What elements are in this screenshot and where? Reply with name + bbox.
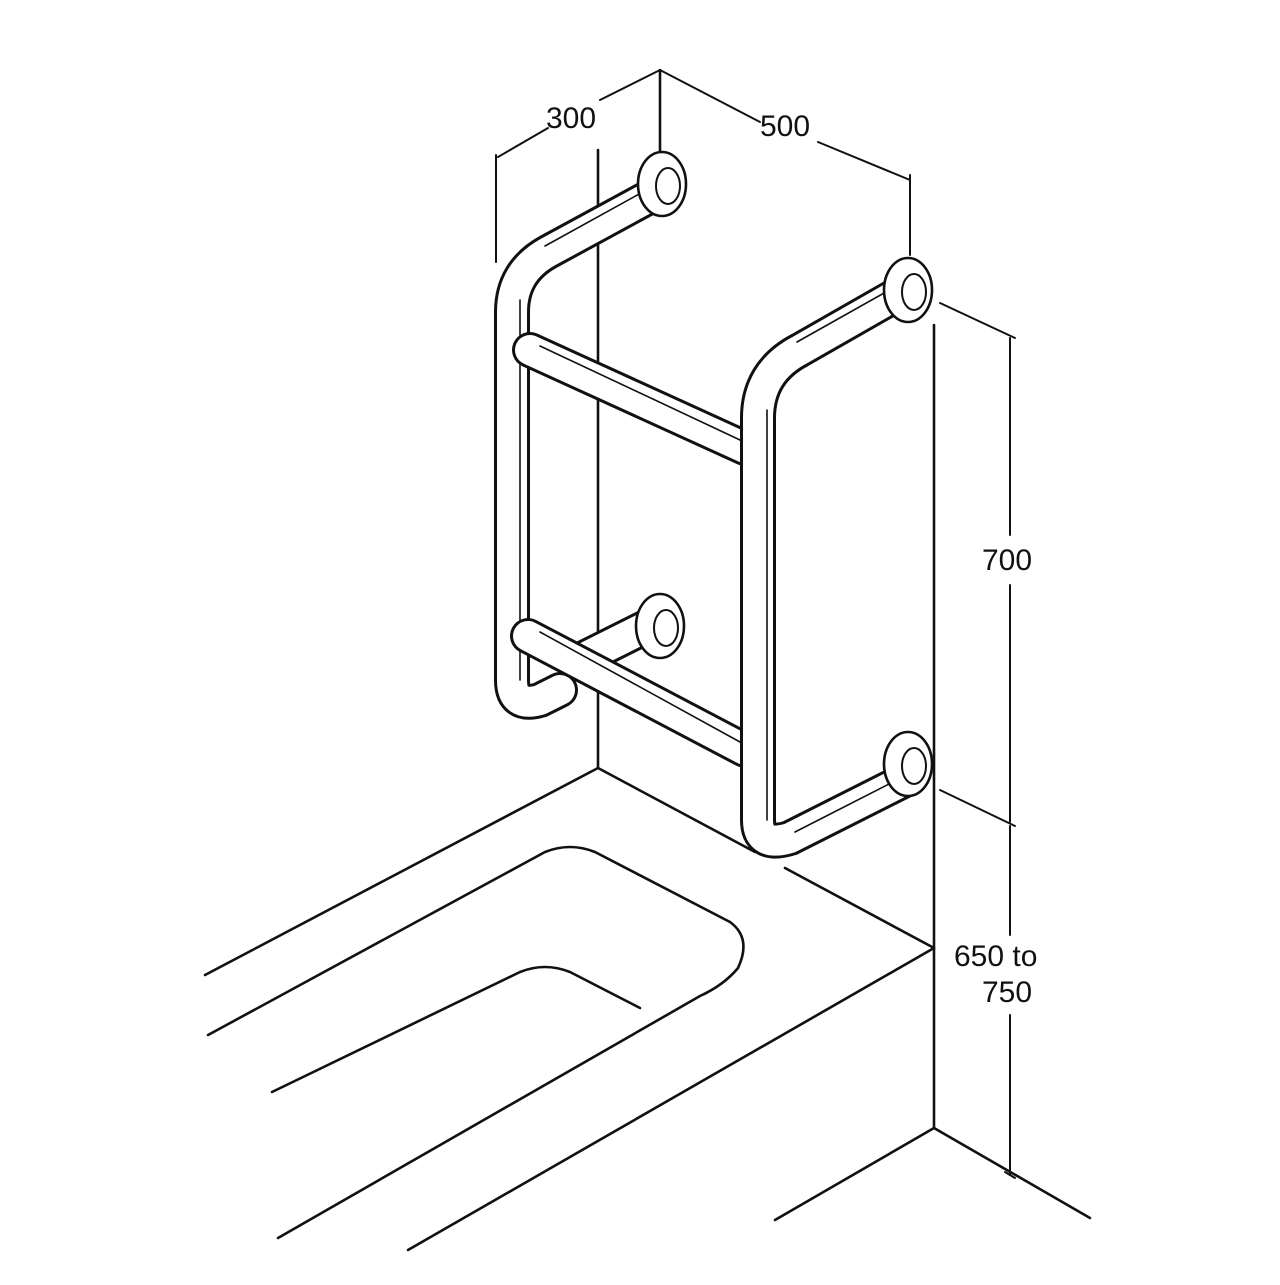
bathtub [203, 766, 936, 1252]
grab-rail [494, 150, 934, 859]
wall-flange-lower-left [634, 592, 686, 660]
dimension-lines [495, 69, 1016, 1179]
wall-flange-top-left [636, 150, 688, 218]
upper-crossbar [512, 332, 763, 466]
dim-label-750: 750 [982, 976, 1032, 1009]
front-rail [740, 272, 923, 859]
dim-label-500: 500 [760, 110, 810, 143]
dimension-labels: 300 500 700 650 to 750 [546, 102, 1037, 1009]
lower-crossbar [510, 618, 763, 768]
dim-label-650-to: 650 to [954, 940, 1037, 973]
dim-label-300: 300 [546, 102, 596, 135]
dim-label-700: 700 [982, 544, 1032, 577]
wall-flange-bottom-right [882, 730, 934, 798]
wall-flange-top-right [882, 256, 934, 324]
